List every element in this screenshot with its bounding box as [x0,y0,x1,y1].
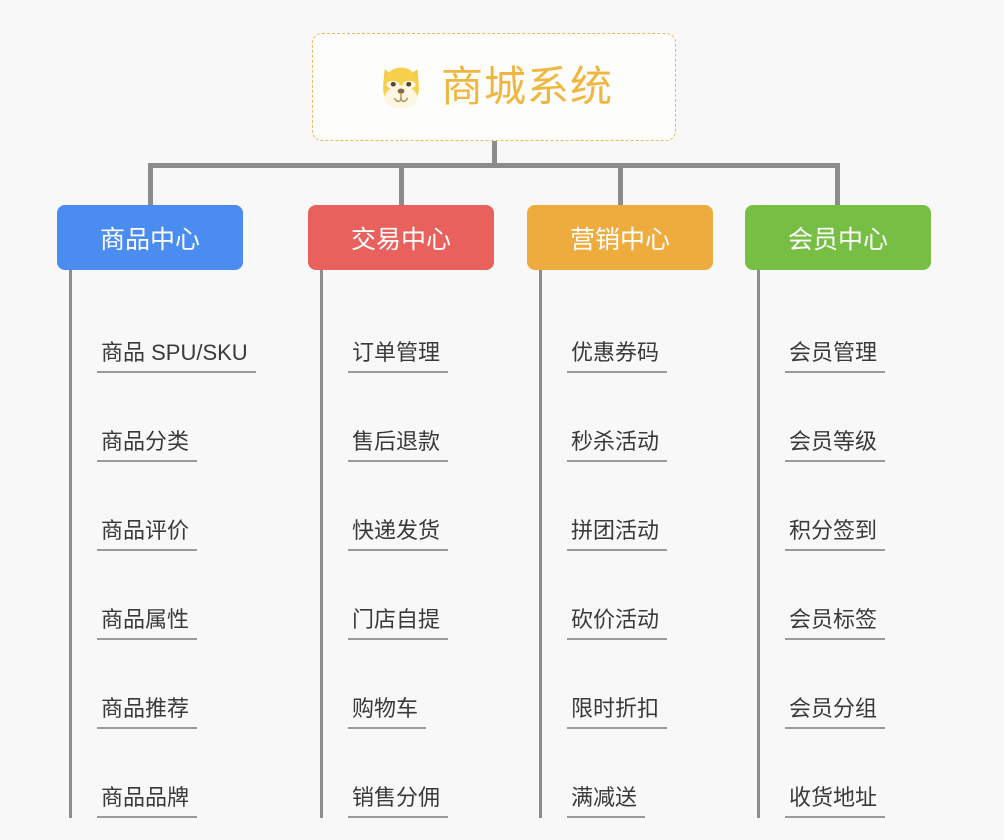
leaf-label: 收货地址 [785,785,886,818]
leaf-label: 满减送 [567,785,646,818]
branch-header-1[interactable]: 商品中心 [57,205,243,270]
leaf-label: 商品推荐 [97,696,198,729]
list-item[interactable]: 商品属性 [69,551,243,640]
leaf-label: 销售分佣 [348,785,449,818]
list-item[interactable]: 商品评价 [69,462,243,551]
list-item[interactable]: 商品推荐 [69,640,243,729]
list-item[interactable]: 积分签到 [757,462,931,551]
leaf-label: 优惠券码 [567,340,668,373]
list-item[interactable]: 会员管理 [757,284,931,373]
branch-header-3-label: 营销中心 [569,225,670,254]
list-item[interactable]: 商品分类 [69,373,243,462]
branch-header-3[interactable]: 营销中心 [527,205,713,270]
list-item[interactable]: 限时折扣 [539,640,713,729]
list-item[interactable]: 收货地址 [757,729,931,818]
leaf-label: 会员等级 [785,429,886,462]
list-item[interactable]: 快递发货 [320,462,494,551]
leaf-label: 商品品牌 [97,785,198,818]
list-item[interactable]: 拼团活动 [539,462,713,551]
leaf-trunk-4 [757,270,760,818]
list-item[interactable]: 商品 SPU/SKU [69,284,256,373]
list-item[interactable]: 售后退款 [320,373,494,462]
leaf-label: 快递发货 [348,518,449,551]
root-title: 商城系统 [440,63,613,110]
leaf-label: 秒杀活动 [567,429,668,462]
leaf-label: 拼团活动 [567,518,668,551]
branch-header-4-label: 会员中心 [787,225,888,254]
leaf-list-4: 会员管理 会员等级 积分签到 会员标签 会员分组 收货地址 [745,270,931,818]
connector-drop-2 [399,163,404,205]
leaf-list-3: 优惠券码 秒杀活动 拼团活动 砍价活动 限时折扣 满减送 [527,270,713,818]
list-item[interactable]: 会员等级 [757,373,931,462]
leaf-list-1: 商品 SPU/SKU 商品分类 商品评价 商品属性 商品推荐 商品品牌 [57,270,256,818]
leaf-label: 订单管理 [348,340,449,373]
connector-horizontal-bus [148,163,840,168]
shiba-dog-face-icon [375,61,427,113]
branch-header-2[interactable]: 交易中心 [308,205,494,270]
list-item[interactable]: 销售分佣 [320,729,494,818]
leaf-trunk-3 [539,270,542,818]
leaf-label: 限时折扣 [567,696,668,729]
list-item[interactable]: 会员标签 [757,551,931,640]
branch-column-3: 营销中心 优惠券码 秒杀活动 拼团活动 砍价活动 限时折扣 满减送 [527,205,713,818]
leaf-label: 会员标签 [785,607,886,640]
root-node[interactable]: 商城系统 [312,33,676,141]
branch-header-1-label: 商品中心 [99,225,200,254]
leaf-label: 商品属性 [97,607,198,640]
branch-column-4: 会员中心 会员管理 会员等级 积分签到 会员标签 会员分组 收货地址 [745,205,931,818]
connector-drop-1 [148,163,153,205]
list-item[interactable]: 满减送 [539,729,713,818]
leaf-label: 商品分类 [97,429,198,462]
list-item[interactable]: 优惠券码 [539,284,713,373]
leaf-label: 门店自提 [348,607,449,640]
list-item[interactable]: 秒杀活动 [539,373,713,462]
list-item[interactable]: 砍价活动 [539,551,713,640]
leaf-label: 商品 SPU/SKU [97,340,256,373]
branch-column-2: 交易中心 订单管理 售后退款 快递发货 门店自提 购物车 销售分佣 [308,205,494,818]
branch-header-4[interactable]: 会员中心 [745,205,931,270]
list-item[interactable]: 订单管理 [320,284,494,373]
list-item[interactable]: 会员分组 [757,640,931,729]
leaf-trunk-1 [69,270,72,818]
leaf-list-2: 订单管理 售后退款 快递发货 门店自提 购物车 销售分佣 [308,270,494,818]
leaf-label: 会员管理 [785,340,886,373]
leaf-label: 积分签到 [785,518,886,551]
leaf-label: 售后退款 [348,429,449,462]
branch-header-2-label: 交易中心 [350,225,451,254]
leaf-label: 商品评价 [97,518,198,551]
leaf-label: 购物车 [348,696,427,729]
leaf-label: 会员分组 [785,696,886,729]
connector-drop-3 [618,163,623,205]
list-item[interactable]: 购物车 [320,640,494,729]
connector-root-stem [492,141,497,166]
leaf-trunk-2 [320,270,323,818]
leaf-label: 砍价活动 [567,607,668,640]
list-item[interactable]: 门店自提 [320,551,494,640]
connector-drop-4 [835,163,840,205]
branch-column-1: 商品中心 商品 SPU/SKU 商品分类 商品评价 商品属性 商品推荐 商品品牌 [57,205,256,818]
list-item[interactable]: 商品品牌 [69,729,243,818]
